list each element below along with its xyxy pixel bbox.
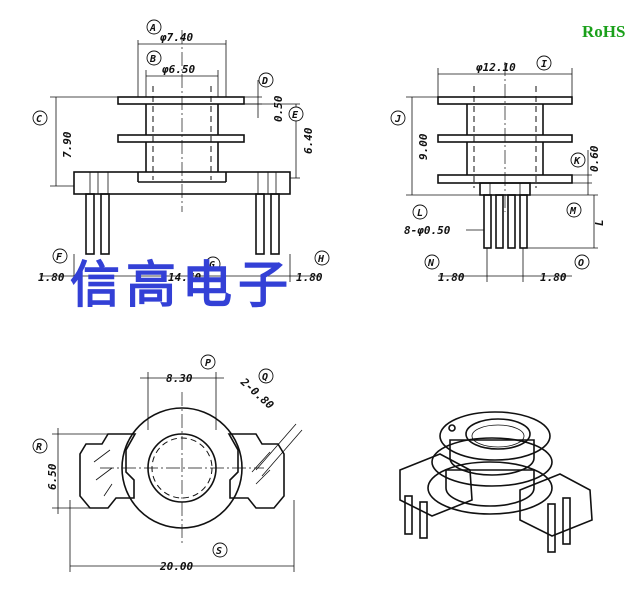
iso-top-flange — [439, 411, 551, 461]
dim-J: 9.00 — [417, 133, 430, 160]
dim-K: 0.60 — [588, 145, 601, 172]
dim-S: 20.00 — [159, 560, 193, 573]
left-bracket — [79, 433, 137, 509]
label-O: O — [578, 258, 584, 269]
dim-B: φ6.50 — [161, 63, 195, 76]
dim-I: φ12.10 — [475, 61, 516, 74]
dim-C: 7.90 — [61, 131, 74, 158]
iso-middle-flange — [431, 437, 553, 487]
front-view: A φ7.40 B φ6.50 C 7.90 D 0.50 E 6.40 — [32, 19, 330, 284]
side-pin-3 — [507, 194, 516, 249]
label-Q: Q — [262, 372, 268, 383]
label-E: E — [292, 110, 299, 121]
label-P: P — [205, 358, 211, 369]
label-L: L — [417, 208, 423, 219]
dim-A: φ7.40 — [159, 31, 193, 44]
side-view: I φ12.10 J 9.00 K 0.60 M L L 8-φ0.50 N — [390, 55, 606, 284]
base-block — [73, 171, 291, 195]
label-C: C — [36, 114, 42, 125]
dim-L: 8-φ0.50 — [404, 224, 451, 237]
side-pin-2 — [495, 194, 504, 249]
label-M: M — [569, 206, 577, 217]
iso-right-block — [519, 473, 593, 537]
label-R: R — [36, 442, 42, 453]
side-pin-4 — [519, 194, 528, 249]
dim-O: 1.80 — [540, 271, 567, 284]
label-G: G — [209, 260, 215, 271]
dim-P: 8.30 — [166, 372, 193, 385]
top-flange — [117, 96, 245, 105]
iso-bottom-flange — [427, 461, 553, 515]
label-N: N — [427, 258, 435, 269]
label-F: F — [56, 252, 63, 263]
side-pin-1 — [483, 194, 492, 249]
dim-N: 1.80 — [438, 271, 465, 284]
dim-H: 1.80 — [296, 271, 323, 284]
dim-F: 1.80 — [38, 271, 65, 284]
label-H: H — [317, 254, 325, 265]
iso-core-hole — [465, 418, 531, 450]
label-I: I — [541, 59, 547, 70]
label-B: B — [149, 54, 156, 65]
dim-D: 0.50 — [272, 95, 285, 122]
isometric-view — [399, 411, 593, 553]
dim-M: L — [593, 219, 606, 226]
middle-flange — [117, 134, 245, 143]
dim-G: 14.40 — [168, 271, 201, 284]
right-bracket — [227, 433, 285, 509]
label-A: A — [149, 23, 156, 34]
side-base — [479, 182, 531, 196]
dim-E: 6.40 — [302, 127, 315, 154]
label-S: S — [216, 546, 222, 557]
iso-left-block — [399, 453, 473, 517]
label-J: J — [394, 114, 401, 125]
label-K: K — [573, 156, 581, 167]
pin-right-1 — [255, 193, 265, 255]
watermark: 信高电子 — [70, 256, 294, 314]
top-view: P 8.30 Q 2-0.80 R 6.50 S 20.00 — [32, 354, 303, 573]
rohs-mark: RoHS — [582, 22, 625, 41]
pin-left-2 — [100, 193, 110, 255]
label-D: D — [261, 76, 268, 87]
pin-left-1 — [85, 193, 95, 255]
pin-right-2 — [270, 193, 280, 255]
dim-R: 6.50 — [46, 463, 59, 490]
